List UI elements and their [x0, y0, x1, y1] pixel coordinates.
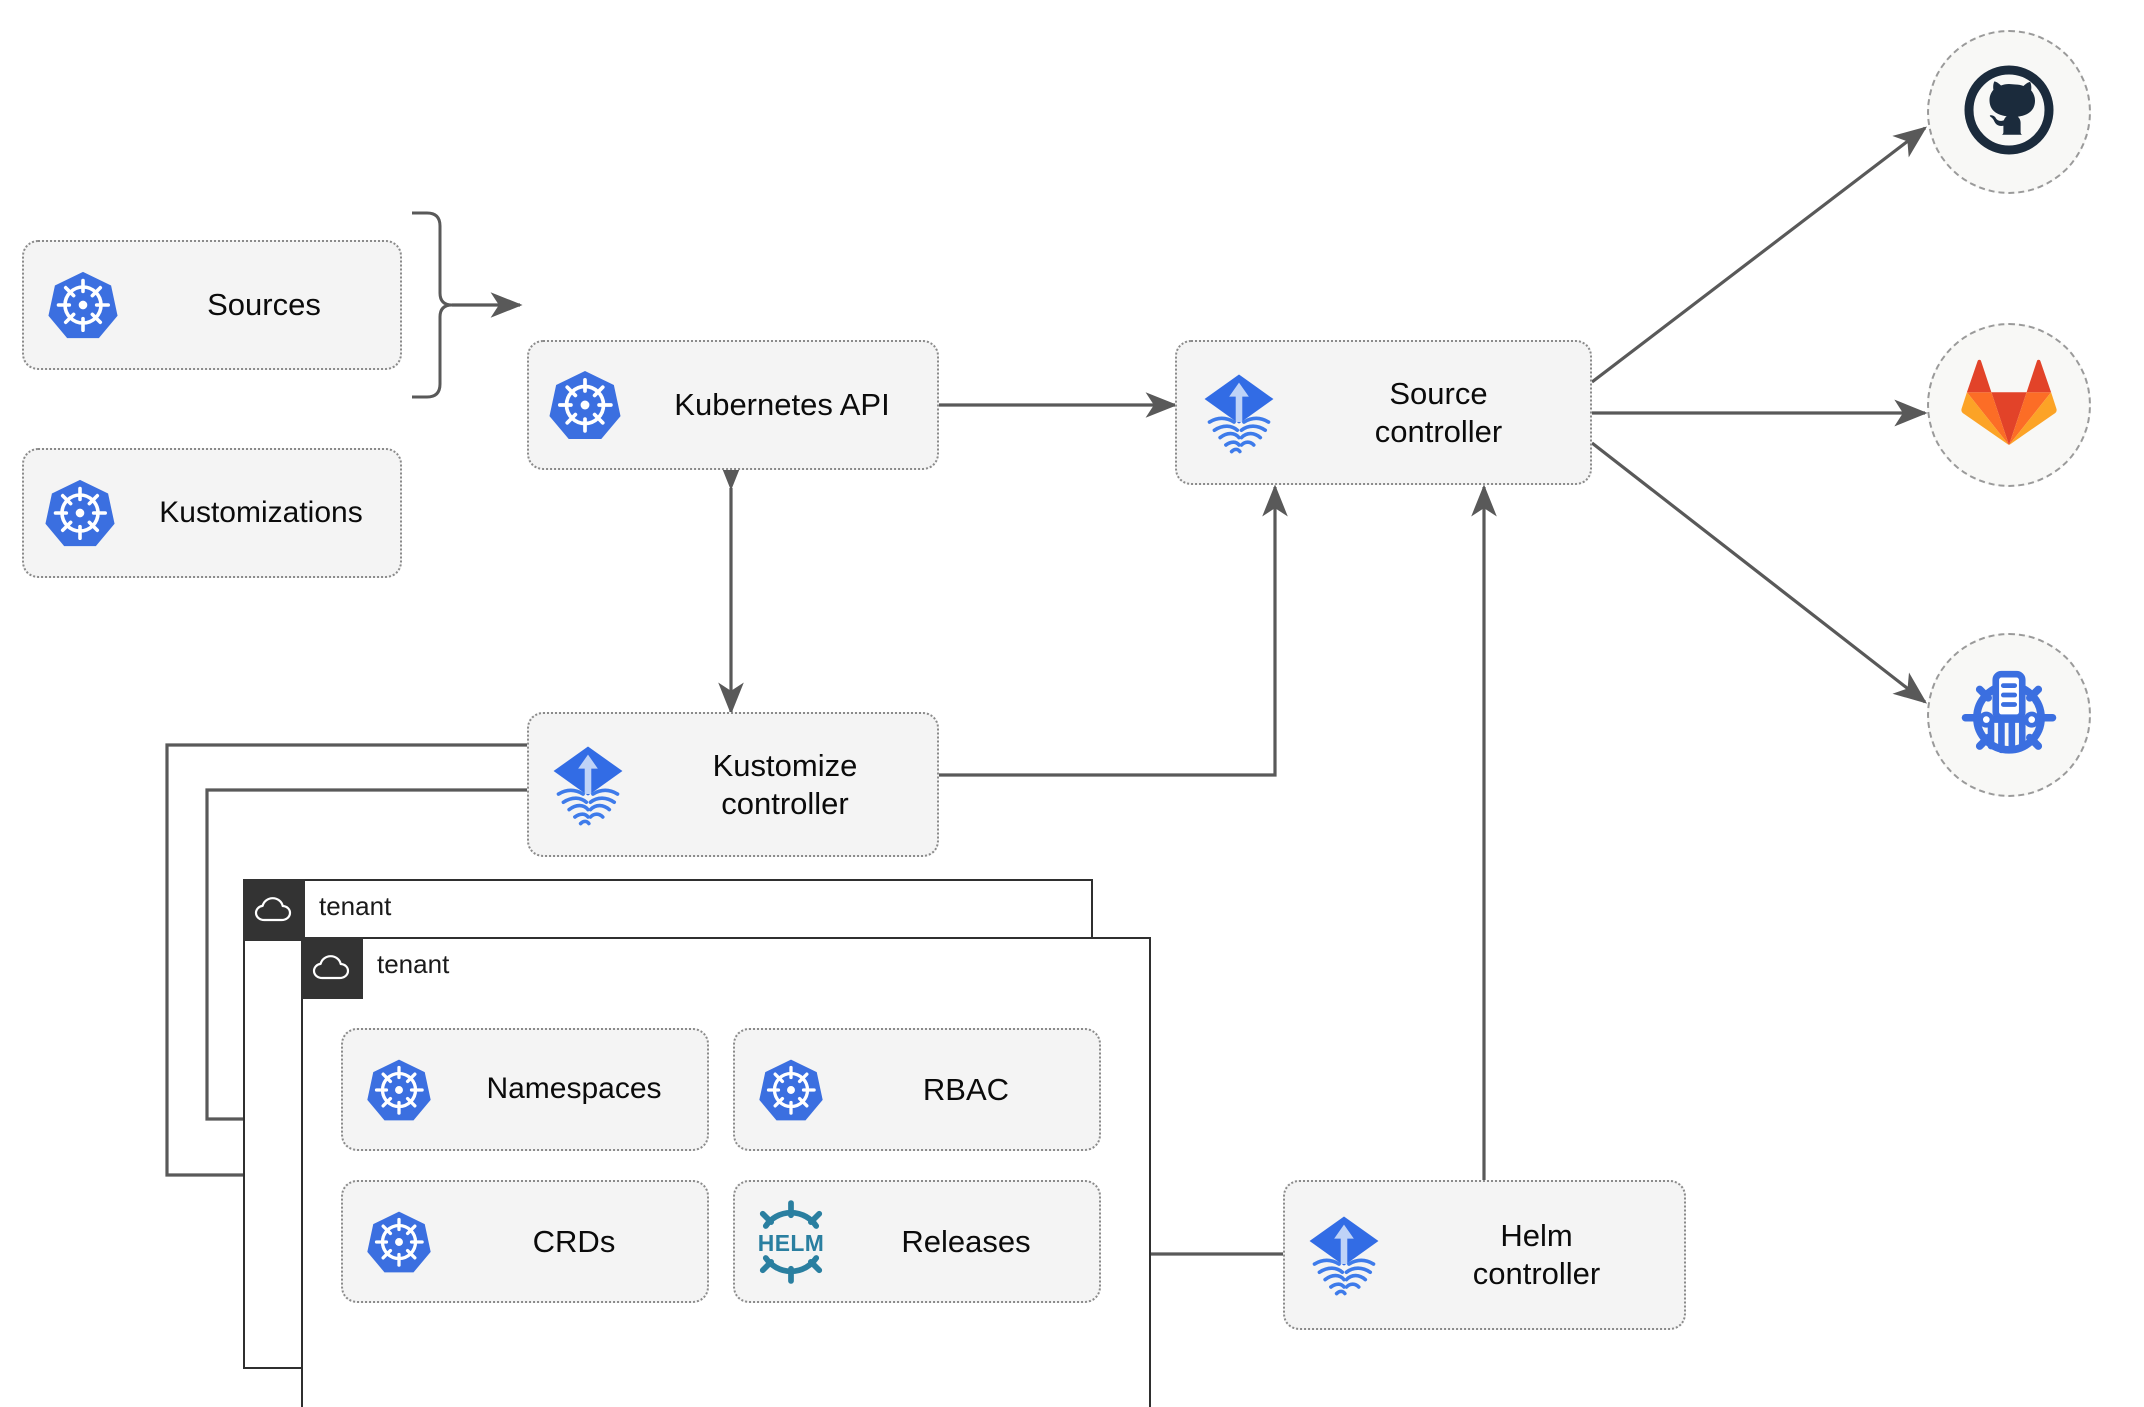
- helm-wordmark: HELM: [758, 1230, 824, 1256]
- github-icon: [1959, 60, 2059, 165]
- flux-icon: [1177, 371, 1301, 455]
- resource-label: Kustomizations: [159, 495, 363, 529]
- flux-icon: [1285, 1213, 1403, 1297]
- kubernetes-icon: [529, 368, 641, 442]
- tenant-resource-label: Namespaces: [486, 1072, 662, 1106]
- node-kustomize-controller[interactable]: Kustomize controller: [527, 712, 939, 857]
- node-label: Kustomize controller: [712, 747, 858, 821]
- tenant-resource-releases[interactable]: HELM Releases: [733, 1180, 1101, 1303]
- node-label: Source controller: [1374, 375, 1503, 449]
- gitlab-icon: [1960, 357, 2058, 454]
- kubernetes-icon: [343, 1057, 455, 1123]
- tenant-label: tenant: [319, 891, 392, 921]
- node-source-controller[interactable]: Source controller: [1175, 340, 1592, 485]
- resource-card-sources[interactable]: Sources: [22, 240, 402, 370]
- cloud-icon: [300, 936, 363, 999]
- resource-card-kustomizations[interactable]: Kustomizations: [22, 448, 402, 578]
- node-kubernetes-api[interactable]: Kubernetes API: [527, 340, 939, 470]
- tenant-label: tenant: [377, 949, 450, 979]
- node-helm-controller[interactable]: Helm controller: [1283, 1180, 1686, 1330]
- tenant-resource-label: CRDs: [532, 1223, 616, 1259]
- kubernetes-icon: [735, 1057, 847, 1123]
- node-label: Kubernetes API: [674, 387, 890, 423]
- tenant-container-front: tenant: [300, 936, 1151, 1407]
- tenant-resource-label: RBAC: [922, 1071, 1010, 1107]
- tenant-resource-rbac[interactable]: RBAC: [733, 1028, 1101, 1151]
- kubernetes-icon: [24, 269, 142, 341]
- tenant-resource-label: Releases: [901, 1223, 1031, 1259]
- cloud-icon: [242, 878, 305, 941]
- kubernetes-icon: [24, 477, 136, 549]
- provider-helm-repository[interactable]: [1927, 633, 2091, 797]
- helm-repository-icon: [1957, 661, 2061, 770]
- provider-github[interactable]: [1927, 30, 2091, 194]
- provider-gitlab[interactable]: [1927, 323, 2091, 487]
- helm-icon: HELM: [735, 1199, 847, 1284]
- resource-label: Sources: [207, 287, 321, 323]
- flux-icon: [529, 743, 647, 827]
- tenant-resource-crds[interactable]: CRDs: [341, 1180, 709, 1303]
- tenant-resource-namespaces[interactable]: Namespaces: [341, 1028, 709, 1151]
- node-label: Helm controller: [1472, 1218, 1601, 1291]
- kubernetes-icon: [343, 1209, 455, 1275]
